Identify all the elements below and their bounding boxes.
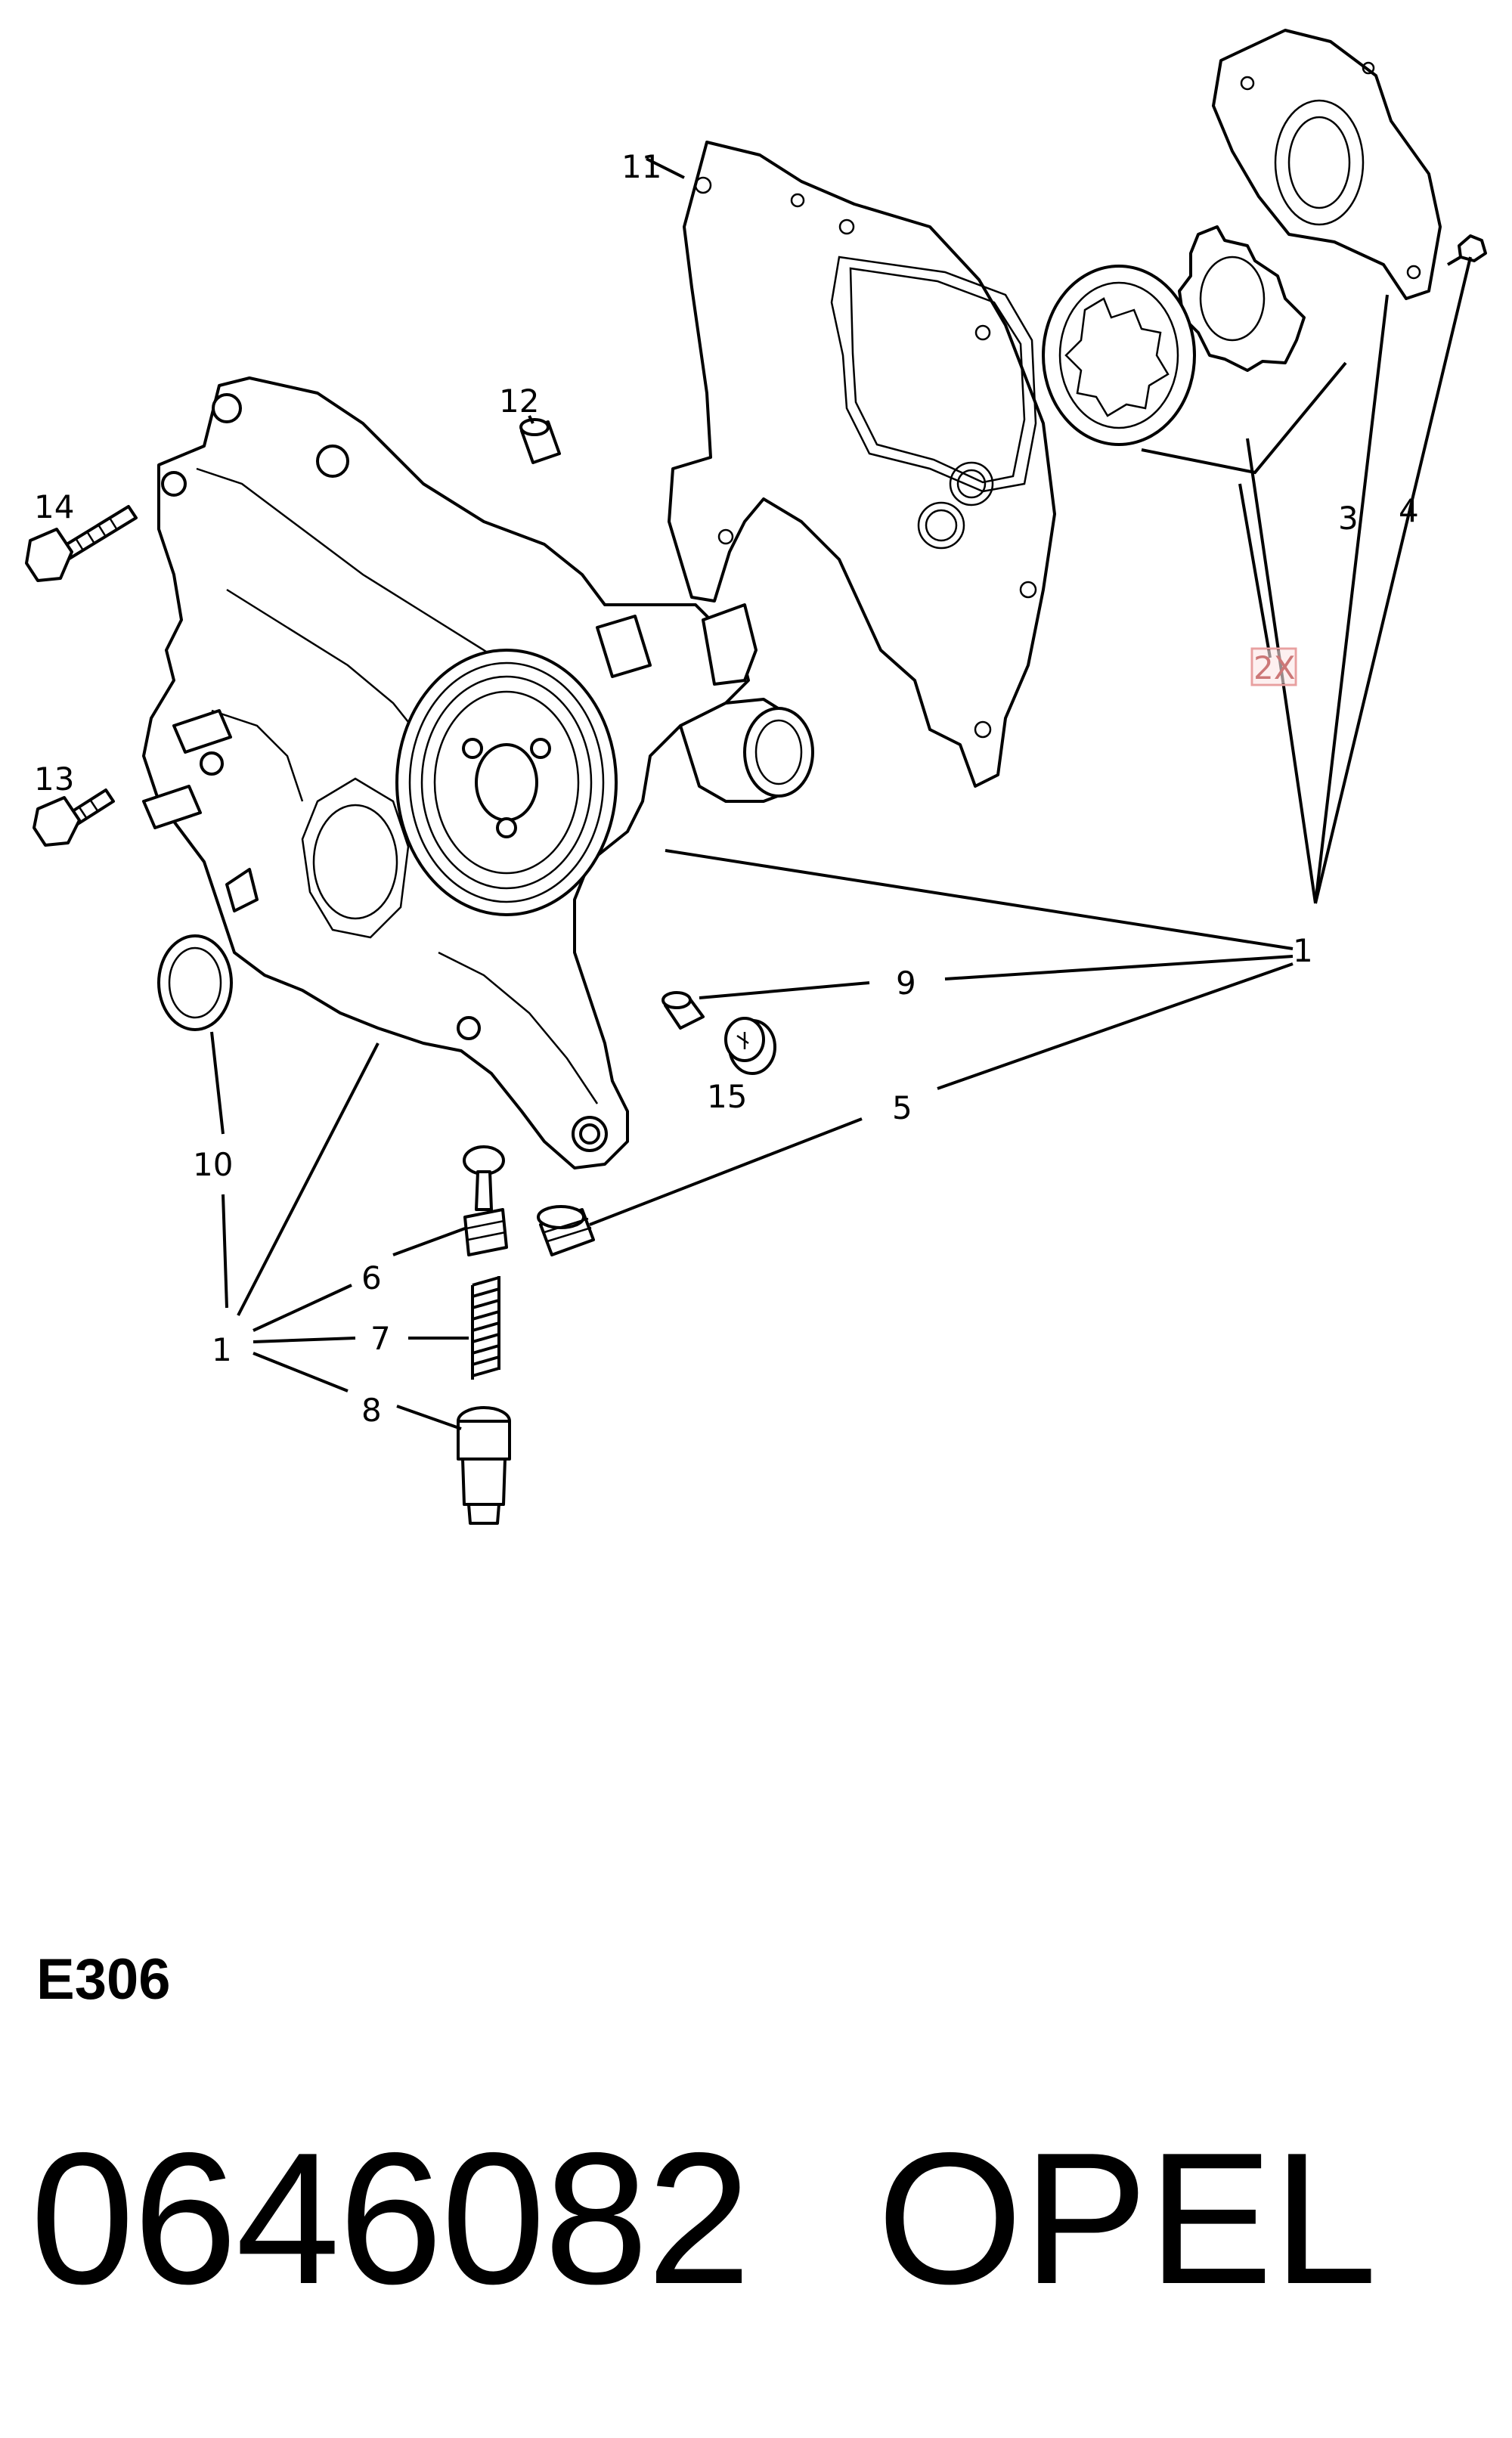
callout-13: 13: [34, 761, 74, 798]
callout-11: 11: [621, 148, 662, 185]
quantity-highlight-box: [1250, 647, 1297, 686]
water-pump-pulley: [395, 649, 618, 916]
callout-14: 14: [34, 488, 74, 525]
exploded-parts-diagram: 11 12 14 13 3 4 2X 1 9 15 5 10 6 7 1 8: [25, 29, 1487, 1525]
callout-12: 12: [499, 383, 539, 420]
relief-valve-plug: [457, 1406, 511, 1525]
callout-8: 8: [361, 1392, 382, 1429]
part-number: 0646082: [30, 2113, 751, 2323]
threaded-insert: [537, 1205, 595, 1256]
oil-pump-inner-gear: [1178, 225, 1306, 372]
callout-9: 9: [896, 965, 916, 1002]
callout-1-right: 1: [1293, 932, 1313, 969]
callout-6: 6: [361, 1259, 382, 1296]
callout-3: 3: [1338, 500, 1359, 537]
relief-valve-spring: [471, 1276, 500, 1380]
oil-pump-cover-plate: [1212, 29, 1442, 300]
dowel-sleeve: [519, 418, 561, 464]
cover-screw: [1446, 234, 1487, 266]
callout-15: 15: [707, 1078, 747, 1115]
screw-plug: [724, 1017, 776, 1075]
gear-pair-bracket: [1141, 361, 1347, 475]
oil-pump-outer-gear: [1042, 265, 1196, 446]
brand-name: OPEL: [877, 2113, 1377, 2323]
callout-2x: 2X: [1253, 649, 1296, 686]
callout-5: 5: [892, 1089, 912, 1126]
callout-10: 10: [193, 1146, 233, 1183]
callout-7: 7: [370, 1320, 391, 1357]
relief-valve-piston: [463, 1145, 508, 1256]
diagram-code: E306: [36, 1947, 171, 2012]
leader-lines: [210, 157, 1472, 1430]
small-bushing: [662, 991, 705, 1030]
callout-1-left: 1: [212, 1331, 232, 1368]
crankshaft-seal: [157, 934, 233, 1031]
short-bolt: [33, 788, 115, 847]
long-bolt: [25, 505, 138, 582]
timing-cover-gasket: [668, 141, 1056, 788]
callout-4: 4: [1399, 492, 1419, 529]
